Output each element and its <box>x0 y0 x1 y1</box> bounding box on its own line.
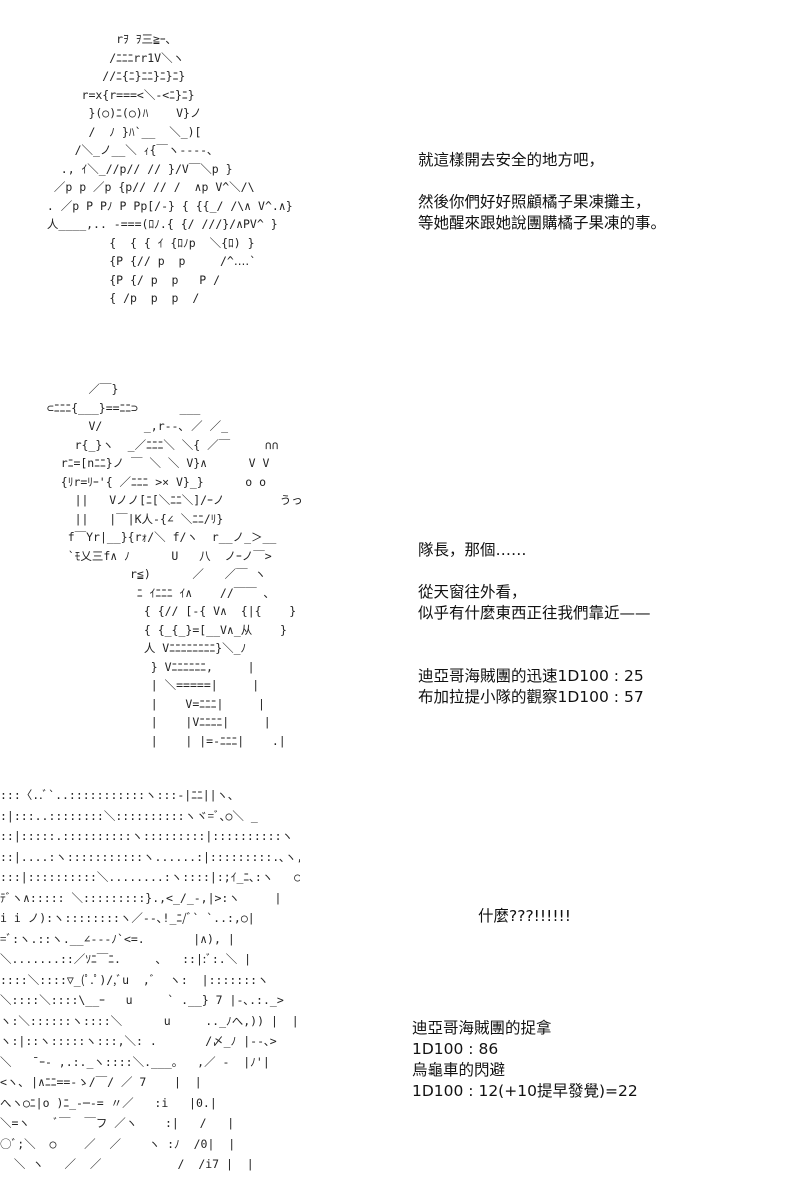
panel3-exclamation: 什麼???!!!!!! <box>478 906 571 927</box>
dialogue-line: 從天窗往外看， <box>418 583 527 601</box>
dice-roll-line: 迪亞哥海賊團的捉拿 <box>412 1019 552 1037</box>
ascii-art-surprised-face: :::〈..ﾞ`..:::::::::::ヽ:::-|ﾆﾆ||ヽ､ :|:::.… <box>0 788 300 1171</box>
panel1-dialogue: 就這樣開去安全的地方吧， 然後你們好好照顧橘子果凍攤主， 等她醒來跟她說團購橘子… <box>418 150 666 234</box>
dice-roll-line: 烏龜車的閃避 <box>412 1061 506 1079</box>
dice-roll-line: 1D100 : 86 <box>412 1040 499 1058</box>
dialogue-line: 似乎有什麼東西正往我們靠近—— <box>418 604 651 622</box>
dialogue-line: 就這樣開去安全的地方吧， <box>418 151 605 169</box>
ascii-art-lookout-scene: ／￣} ⊂ﾆﾆﾆ{___}==ﾆﾆ⊃ ___ V/ _,r--､ ／ ／_ r{… <box>46 382 303 748</box>
dialogue-line: 隊長，那個…… <box>418 541 527 559</box>
dice-roll-line: 布加拉提小隊的觀察1D100 : 57 <box>418 688 644 706</box>
dice-roll-line: 迪亞哥海賊團的迅速1D100 : 25 <box>418 667 644 685</box>
dialogue-line: 等她醒來跟她說團購橘子果凍的事。 <box>418 214 667 232</box>
panel3-dice-rolls: 迪亞哥海賊團的捉拿 1D100 : 86 烏龜車的閃避 1D100 : 12(+… <box>412 1018 638 1102</box>
ascii-art-driver-scene: rｦ ｦ三≧ｰ､ /ﾆﾆﾆrr1V＼ヽ //ﾆ{ﾆ}ﾆﾆ}ﾆ}ﾆ} r=x{r=… <box>46 32 293 305</box>
dialogue-line: 什麼???!!!!!! <box>478 907 571 925</box>
dice-roll-line: 1D100 : 12(+10提早發覺)=22 <box>412 1082 638 1100</box>
panel2-dialogue: 隊長，那個…… 從天窗往外看， 似乎有什麼東西正往我們靠近—— 迪亞哥海賊團的迅… <box>418 540 651 708</box>
dialogue-line: 然後你們好好照顧橘子果凍攤主， <box>418 193 651 211</box>
